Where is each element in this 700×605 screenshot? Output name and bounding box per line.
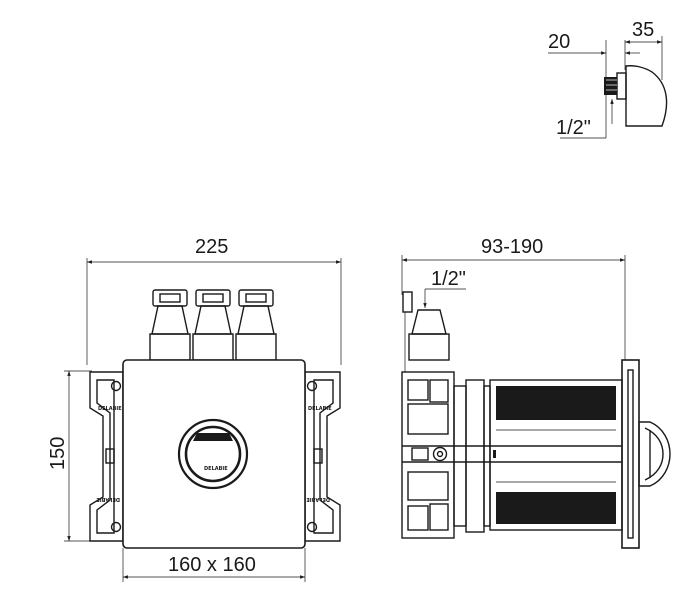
dimension-overall-width: 225 (195, 236, 228, 258)
inlet-connector (149, 289, 191, 361)
dimension-nozzle-offset: 20 (548, 31, 570, 53)
front-flange (621, 359, 640, 549)
frame-logo: DELABIE (308, 406, 332, 412)
side-inlet (411, 309, 447, 335)
button-logo: DELABIE (204, 466, 228, 472)
dimension-side-depth: 93-190 (481, 236, 543, 258)
nozzle-detail: 20 35 1/2" (548, 19, 668, 139)
control-button-ring (177, 418, 249, 490)
side-fitting (432, 446, 448, 462)
sleeve-thread-bottom (496, 492, 616, 524)
fixing-hole (306, 521, 318, 533)
front-plate (122, 359, 306, 549)
dimension-side-thread: 1/2" (431, 268, 466, 290)
dimension-plate-size: 160 x 160 (168, 554, 256, 576)
frame-logo: DELABIE (98, 406, 122, 412)
button-profile (638, 421, 671, 487)
control-button (184, 425, 242, 483)
frame-logo: DELABIE (306, 496, 330, 502)
dimension-height: 150 (47, 437, 69, 470)
nozzle-collar (616, 72, 627, 100)
dimension-nozzle-depth: 35 (632, 19, 654, 41)
front-view: 225 150 160 x 160 DELABIE DELABIE DELABI… (47, 236, 342, 582)
dimension-nozzle-thread: 1/2" (556, 117, 591, 139)
inlet-connector (235, 289, 277, 361)
sleeve-thread-top (496, 386, 616, 420)
frame-logo: DELABIE (96, 496, 120, 502)
fixing-hole (110, 380, 122, 392)
side-view: 93-190 1/2" (401, 236, 671, 549)
inlet-connector (192, 289, 234, 361)
nozzle-thread (604, 77, 617, 95)
nozzle-body (625, 65, 668, 127)
inlet-connectors (149, 289, 277, 361)
fixing-hole (306, 380, 318, 392)
fixing-hole (110, 521, 122, 533)
